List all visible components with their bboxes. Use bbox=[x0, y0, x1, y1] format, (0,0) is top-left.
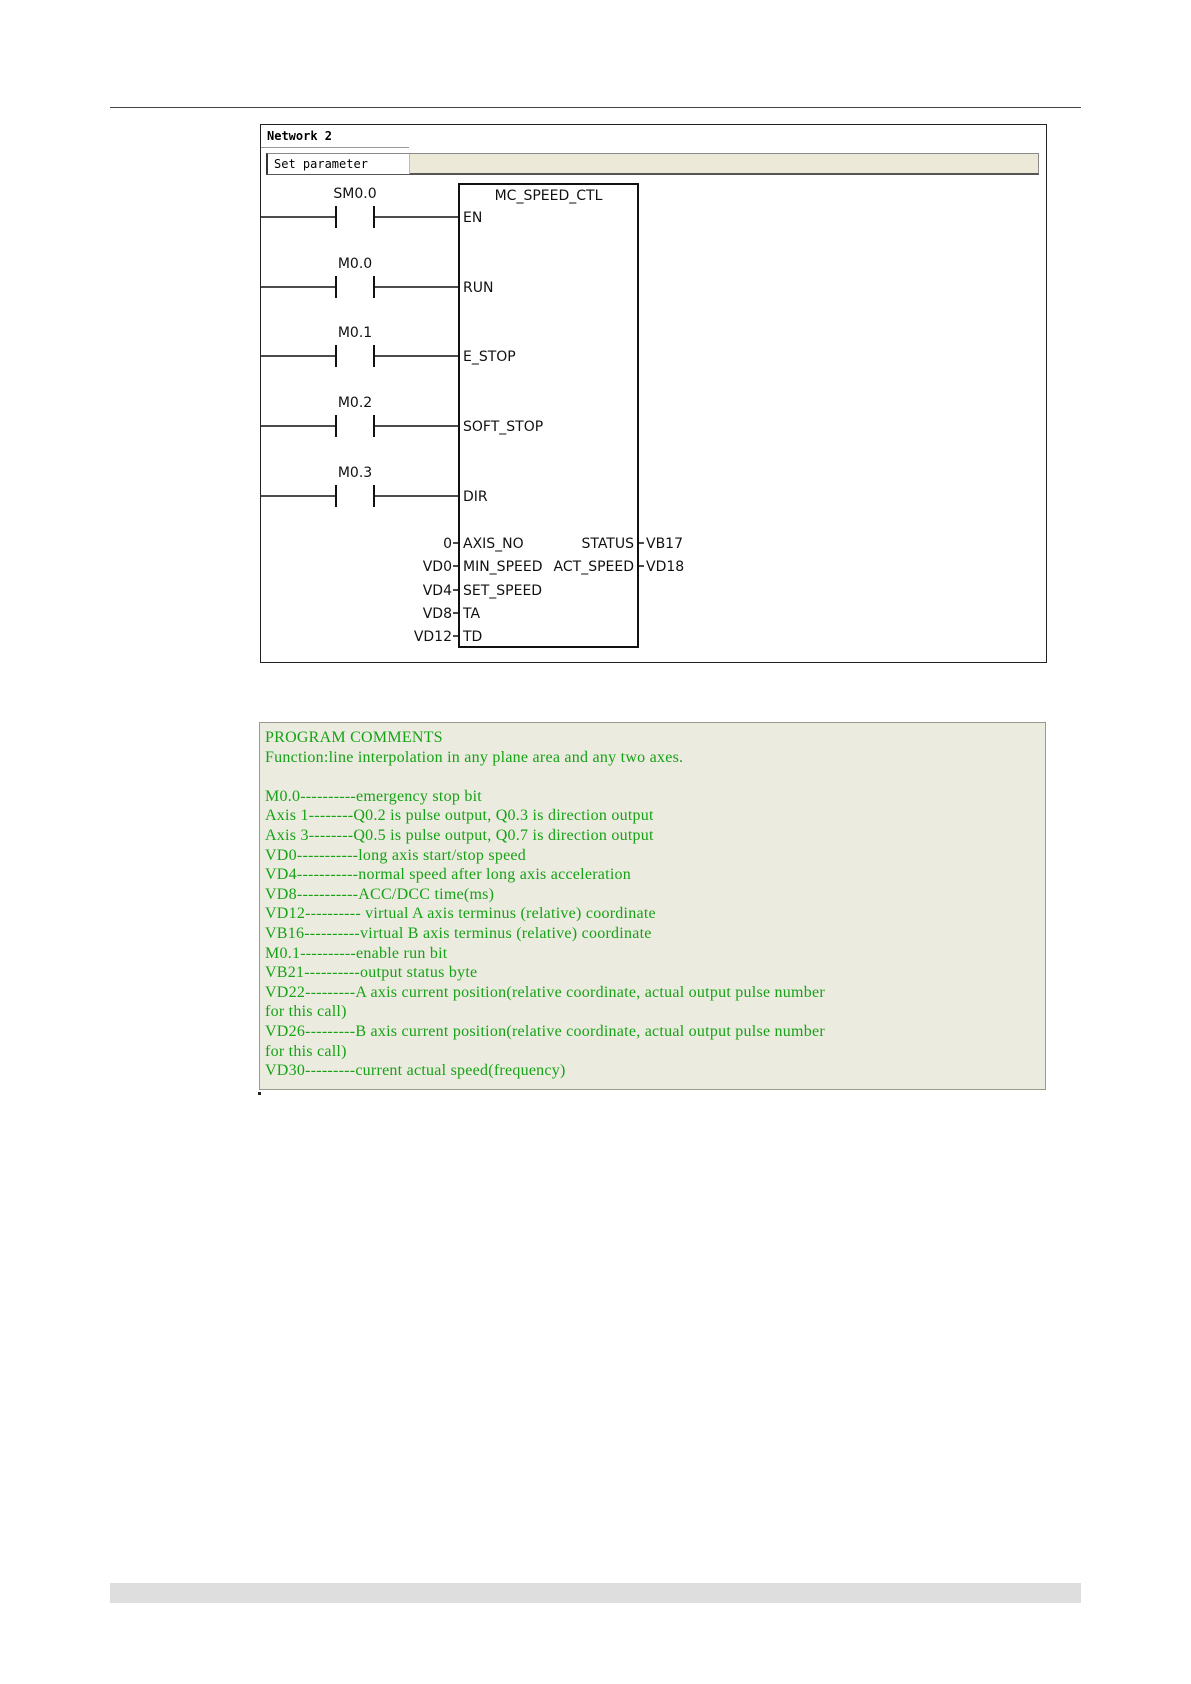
program-comment-line: for this call) bbox=[265, 1042, 347, 1060]
program-comment-line: for this call) bbox=[265, 1003, 347, 1021]
contact-label: M0.2 bbox=[338, 395, 372, 411]
program-comment-line: M0.0----------emergency stop bit bbox=[265, 787, 482, 805]
program-comment-line: VD8-----------ACC/DCC time(ms) bbox=[265, 885, 495, 903]
block-input-pin: TA bbox=[462, 606, 480, 622]
contact-label: SM0.0 bbox=[333, 186, 376, 202]
header-rule bbox=[110, 107, 1081, 108]
block-input-pin: EN bbox=[463, 210, 482, 226]
network-title-divider bbox=[261, 147, 409, 148]
block-input-pin: TD bbox=[462, 629, 482, 645]
cursor-mark bbox=[258, 1092, 261, 1095]
program-comment-line: M0.1----------enable run bit bbox=[265, 944, 448, 962]
function-block-box bbox=[458, 183, 639, 648]
program-comment-line: VB16----------virtual B axis terminus (r… bbox=[265, 925, 652, 942]
program-comments-heading: PROGRAM COMMENTS bbox=[265, 729, 443, 746]
program-comments-panel: PROGRAM COMMENTS Function:line interpolat… bbox=[259, 722, 1046, 1090]
block-input-value: VD0 bbox=[423, 559, 452, 575]
block-output-value: VD18 bbox=[646, 559, 684, 575]
block-input-value: VD12 bbox=[414, 629, 452, 645]
program-comment-line: VD4-----------normal speed after long ax… bbox=[265, 866, 632, 884]
program-comment-line: VD0-----------long axis start/stop speed bbox=[265, 846, 527, 864]
network-comment-field[interactable] bbox=[268, 154, 410, 174]
block-input-value: VD4 bbox=[423, 583, 452, 599]
block-input-pin: RUN bbox=[463, 280, 493, 296]
program-comment-line: Axis 3--------Q0.5 is pulse output, Q0.7… bbox=[265, 827, 654, 844]
program-comment-line: Function:line interpolation in any plane… bbox=[265, 748, 684, 766]
block-output-value: VB17 bbox=[646, 536, 683, 552]
function-block-name: MC_SPEED_CTL bbox=[495, 188, 603, 204]
program-comment-line: VD12---------- virtual A axis terminus (… bbox=[265, 905, 656, 923]
program-comment-line: VD30---------current actual speed(freque… bbox=[265, 1062, 566, 1080]
network-title: Network 2 bbox=[267, 129, 333, 143]
block-input-pin: SET_SPEED bbox=[463, 583, 542, 599]
block-input-value: 0 bbox=[443, 536, 452, 552]
block-input-value: VD8 bbox=[423, 606, 452, 622]
program-comment-line: Axis 1--------Q0.2 is pulse output, Q0.3… bbox=[265, 807, 654, 825]
contact-label: M0.3 bbox=[338, 465, 372, 481]
network-comment-text: Set parameter bbox=[274, 157, 368, 171]
contact-label: M0.1 bbox=[338, 325, 372, 341]
program-comment-line: VD26---------B axis current position(rel… bbox=[265, 1023, 825, 1040]
block-input-pin: AXIS_NO bbox=[463, 536, 524, 552]
program-comment-line: VD22---------A axis current position(rel… bbox=[265, 983, 825, 1001]
block-output-pin: STATUS bbox=[581, 536, 634, 552]
block-output-pin: ACT_SPEED bbox=[554, 559, 634, 575]
network-comment-bar[interactable]: Set parameter bbox=[266, 153, 1039, 175]
ladder-network-panel: Network 2 Set parameter MC_SPEED_CTL SM0.… bbox=[260, 124, 1047, 663]
program-comment-line: VB21----------output status byte bbox=[265, 964, 478, 982]
contact-label: M0.0 bbox=[338, 256, 372, 272]
block-input-pin: E_STOP bbox=[463, 349, 516, 365]
block-input-pin: SOFT_STOP bbox=[463, 419, 543, 435]
footer-bar bbox=[110, 1583, 1081, 1603]
block-input-pin: MIN_SPEED bbox=[463, 559, 542, 575]
block-input-pin: DIR bbox=[463, 489, 488, 505]
